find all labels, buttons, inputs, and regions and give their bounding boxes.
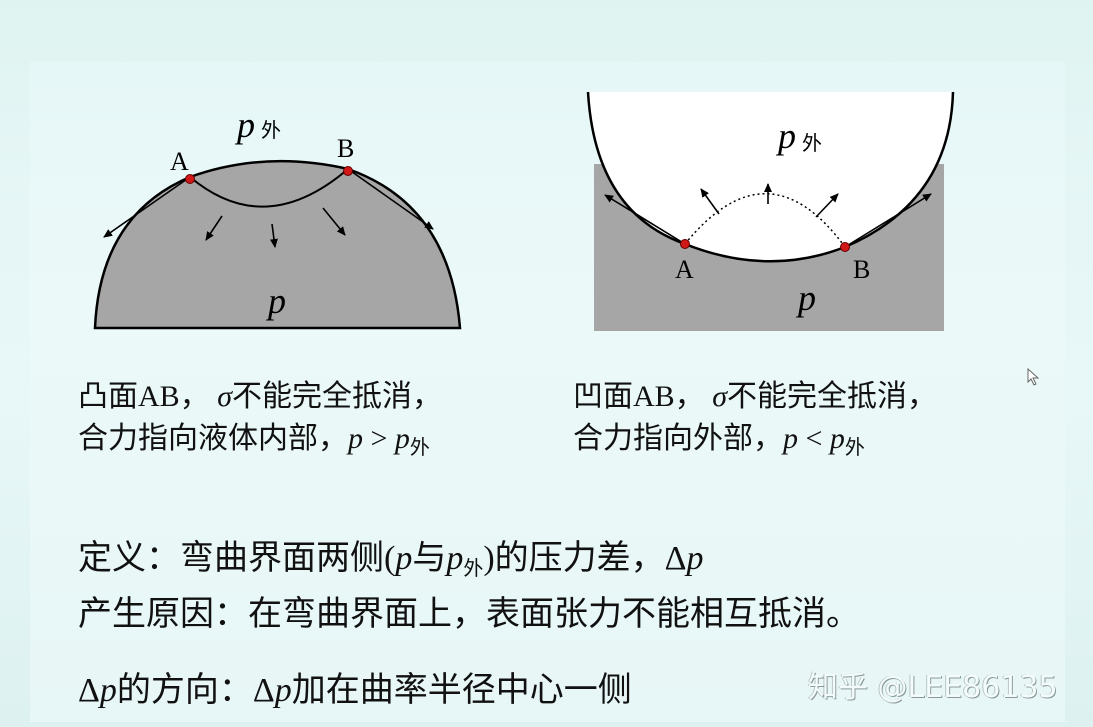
concave-label-b: B [853,255,870,284]
concave-label-p: p [795,278,816,318]
definition-line: 定义：弯曲界面两侧(p与p外)的压力差，Δp [78,540,704,580]
convex-surface-figure: A B p 外 p [93,105,462,330]
concave-caption-line2: 合力指向外部，p < p外 [573,422,865,459]
mouse-cursor-icon [1027,368,1040,386]
concave-label-p-out-sub: 外 [802,132,822,155]
watermark: 知乎 @LEE86135 [808,670,1058,705]
concave-label-p-out: p [775,116,796,156]
concave-caption-line1: 凹面AB， σ不能完全抵消， [573,380,937,413]
delta-symbol: Δ [664,540,687,577]
convex-label-p-out: p [234,105,255,145]
convex-label-a: A [170,147,189,176]
delta-symbol: Δ [78,672,100,709]
convex-caption-line1: 凸面AB， σ不能完全抵消， [78,380,442,413]
concave-caption: 凹面AB， σ不能完全抵消， 合力指向外部，p < p外 [573,376,937,468]
convex-label-p-out-sub: 外 [261,119,281,142]
delta-symbol: Δ [252,672,275,709]
concave-surface-figure: A B p 外 p [586,92,955,331]
concave-label-a: A [675,255,694,284]
direction-line: Δp的方向：Δp加在曲率半径中心一侧 [78,672,632,709]
convex-caption-line2: 合力指向液体内部，p > p外 [78,422,430,459]
convex-caption: 凸面AB， σ不能完全抵消， 合力指向液体内部，p > p外 [78,376,442,468]
convex-label-b: B [337,134,354,163]
convex-label-p: p [265,281,286,321]
sigma-symbol: σ [217,380,232,413]
cause-line: 产生原因：在弯曲界面上，表面张力不能相互抵消。 [78,596,860,633]
sigma-symbol: σ [712,380,727,413]
